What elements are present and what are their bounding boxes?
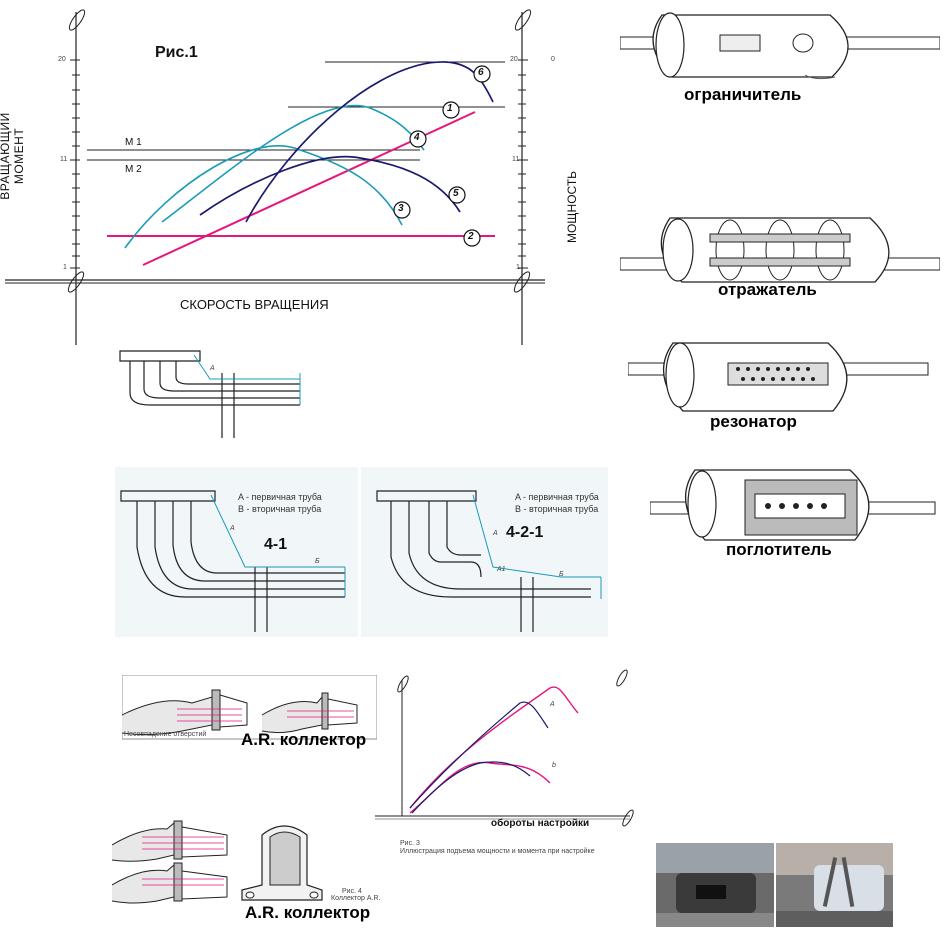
fig1-axis-origin-left bbox=[67, 271, 85, 293]
fig1-svg bbox=[5, 9, 545, 345]
fig3-chart: A b обороты настройки Рис. 3 Иллюстрация… bbox=[370, 668, 640, 858]
header-41-svg bbox=[120, 490, 346, 632]
fig1-left-ticks bbox=[70, 59, 80, 269]
reflector-sketch bbox=[620, 217, 940, 283]
ar-collector-top: Несовпадение отверстий A.R. коллектор bbox=[122, 675, 377, 755]
ar-top-title: A.R. коллектор bbox=[241, 730, 367, 749]
fig1-tick-left-11: 11 bbox=[60, 156, 68, 163]
marker-4-label: 4 bbox=[414, 132, 420, 143]
fig3-caption-2: Иллюстрация подъема мощности и момента п… bbox=[400, 848, 595, 855]
ar-bottom-caption-1: Рис. 4 bbox=[342, 888, 362, 895]
muffler-absorber: поглотитель bbox=[650, 462, 940, 567]
restrictor-sketch bbox=[620, 12, 940, 80]
label-absorber: поглотитель bbox=[726, 540, 832, 559]
header-sketch-small: A bbox=[110, 343, 310, 443]
fig1-curve-5 bbox=[199, 155, 461, 216]
marker-3-label: 3 bbox=[398, 203, 404, 214]
header-421-legend-a: A - первичная труба bbox=[515, 492, 599, 502]
fig1-m2-label: М 2 bbox=[125, 164, 142, 175]
muffler-restrictor: ограничитель bbox=[620, 5, 940, 110]
muffler-reflector: отражатель bbox=[620, 210, 940, 310]
header-41-label-b: Б bbox=[315, 558, 320, 565]
fig3-curve-a-base bbox=[409, 701, 549, 809]
fig1-right-ticks bbox=[518, 59, 528, 269]
fig1-tick-right-11: 11 bbox=[512, 156, 520, 163]
marker-2-circle bbox=[463, 229, 481, 247]
marker-3-circle bbox=[393, 201, 411, 219]
fig3-series-a: A bbox=[550, 701, 555, 708]
marker-2-label: 2 bbox=[468, 231, 474, 242]
marker-5-label: 5 bbox=[453, 188, 459, 199]
fig1-tick-right-1: 1 bbox=[516, 264, 520, 271]
fig1-tick-left-1: 1 bbox=[63, 264, 67, 271]
fig1-tick-right-20: 20 bbox=[510, 56, 518, 63]
fig1-title: Рис.1 bbox=[155, 44, 198, 61]
photo-car-right bbox=[776, 843, 893, 927]
header-small-svg bbox=[119, 350, 301, 438]
fig1-axis-origin-right bbox=[513, 271, 531, 293]
label-resonator: резонатор bbox=[710, 412, 797, 431]
fig1-curve-4 bbox=[161, 104, 425, 223]
fig1-y-label-left: ВРАЩАЮЩИЙ МОМЕНТ bbox=[0, 112, 26, 200]
marker-1-label: 1 bbox=[447, 103, 453, 114]
fig1-tick-left-20: 20 bbox=[58, 56, 66, 63]
label-restrictor: ограничитель bbox=[684, 85, 802, 104]
marker-6-circle bbox=[473, 65, 491, 83]
fig1-markers bbox=[393, 65, 491, 247]
header-small-label-a: A bbox=[210, 365, 215, 372]
fig3-series-b: b bbox=[552, 762, 556, 769]
header-421-label-a: A bbox=[493, 530, 498, 537]
resonator-sketch bbox=[628, 342, 929, 412]
fig1-axis-end-right bbox=[514, 9, 532, 31]
header-421-title: 4-2-1 bbox=[506, 524, 544, 541]
header-41-label-a: A bbox=[230, 525, 235, 532]
header-421-label-a1: A1 bbox=[497, 566, 506, 573]
fig1-axis-end-left bbox=[68, 9, 86, 31]
ar-bottom-title: A.R. коллектор bbox=[245, 903, 371, 922]
fig1-tick-right-0: 0 bbox=[551, 56, 555, 63]
fig3-svg bbox=[375, 669, 634, 827]
photo-car-left bbox=[656, 843, 774, 927]
fig1-m1-label: М 1 bbox=[125, 137, 142, 148]
fig3-curve-b-tuned bbox=[409, 761, 551, 814]
marker-5-circle bbox=[448, 186, 466, 204]
panel-header-4-2-1: A - первичная труба B - вторичная труба … bbox=[361, 467, 608, 637]
header-421-legend-b: B - вторичная труба bbox=[515, 504, 599, 514]
muffler-resonator: резонатор bbox=[628, 335, 938, 435]
marker-4-circle bbox=[409, 130, 427, 148]
fig3-caption-1: Рис. 3 bbox=[400, 840, 420, 847]
header-41-legend-b: B - вторичная труба bbox=[238, 504, 322, 514]
fig3-x-label: обороты настройки bbox=[491, 818, 590, 829]
header-421-svg bbox=[376, 490, 602, 632]
marker-6-label: 6 bbox=[478, 67, 484, 78]
ar-top-caption: Несовпадение отверстий bbox=[124, 731, 207, 738]
label-reflector: отражатель bbox=[718, 280, 817, 299]
marker-1-circle bbox=[442, 101, 460, 119]
ar-bottom-svg bbox=[112, 820, 323, 904]
absorber-sketch bbox=[650, 469, 936, 541]
fig3-curve-b-base bbox=[411, 761, 531, 814]
header-41-legend-a: A - первичная труба bbox=[238, 492, 322, 502]
header-41-title: 4-1 bbox=[264, 536, 288, 553]
fig1-chart: Рис.1 ВРАЩАЮЩИЙ МОМЕНТ МОЩНОСТЬ СКОРОСТЬ… bbox=[0, 0, 579, 350]
ar-collector-bottom: Рис. 4 Коллектор A.R. A.R. коллектор bbox=[112, 815, 382, 927]
fig1-x-label: СКОРОСТЬ ВРАЩЕНИЯ bbox=[180, 297, 329, 312]
panel-header-4-1: A - первичная труба B - вторичная труба … bbox=[115, 467, 358, 637]
fig1-curve-3 bbox=[124, 145, 403, 249]
header-421-label-b: Б bbox=[559, 571, 564, 578]
fig1-y-label-right: МОЩНОСТЬ bbox=[565, 170, 579, 244]
ar-top-svg bbox=[122, 675, 377, 740]
ar-bottom-caption-2: Коллектор A.R. bbox=[331, 895, 381, 902]
